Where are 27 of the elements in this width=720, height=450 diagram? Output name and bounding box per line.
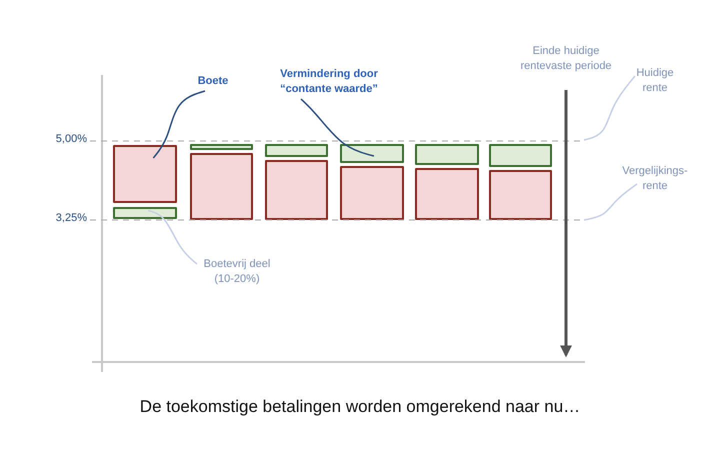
rate-label: Huidige rente	[627, 66, 683, 96]
bar-segment	[489, 170, 552, 220]
bar-segment	[265, 144, 328, 157]
axis-tick-label: 3,25%	[54, 212, 87, 224]
leader-line	[300, 98, 374, 157]
arrow	[560, 90, 572, 358]
leader-line	[148, 210, 198, 265]
bar-segment	[415, 144, 479, 165]
bar-segment	[340, 166, 404, 220]
bar-segment	[113, 145, 177, 203]
leader-line	[584, 183, 638, 221]
leader-line	[584, 76, 636, 141]
bar-segment	[113, 207, 177, 219]
callout-label: Boete	[183, 74, 243, 89]
bar-segment	[190, 144, 253, 150]
period-end-label: Einde huidige rentevaste periode	[511, 44, 621, 74]
callout-label: Vermindering door “contante waarde”	[264, 67, 394, 97]
rate-label: Vergelijkings- rente	[615, 164, 695, 194]
bar-segment	[489, 144, 552, 167]
bar-segment	[415, 168, 479, 220]
leader-line	[152, 90, 206, 158]
bar-segment	[265, 160, 328, 220]
callout-label: Boetevrij deel (10-20%)	[197, 257, 277, 287]
bar-segment	[190, 153, 253, 220]
axis-tick-label: 5,00%	[54, 133, 87, 145]
caption: De toekomstige betalingen worden omgerekend naar nu…	[138, 397, 582, 417]
bar-segment	[340, 144, 404, 163]
